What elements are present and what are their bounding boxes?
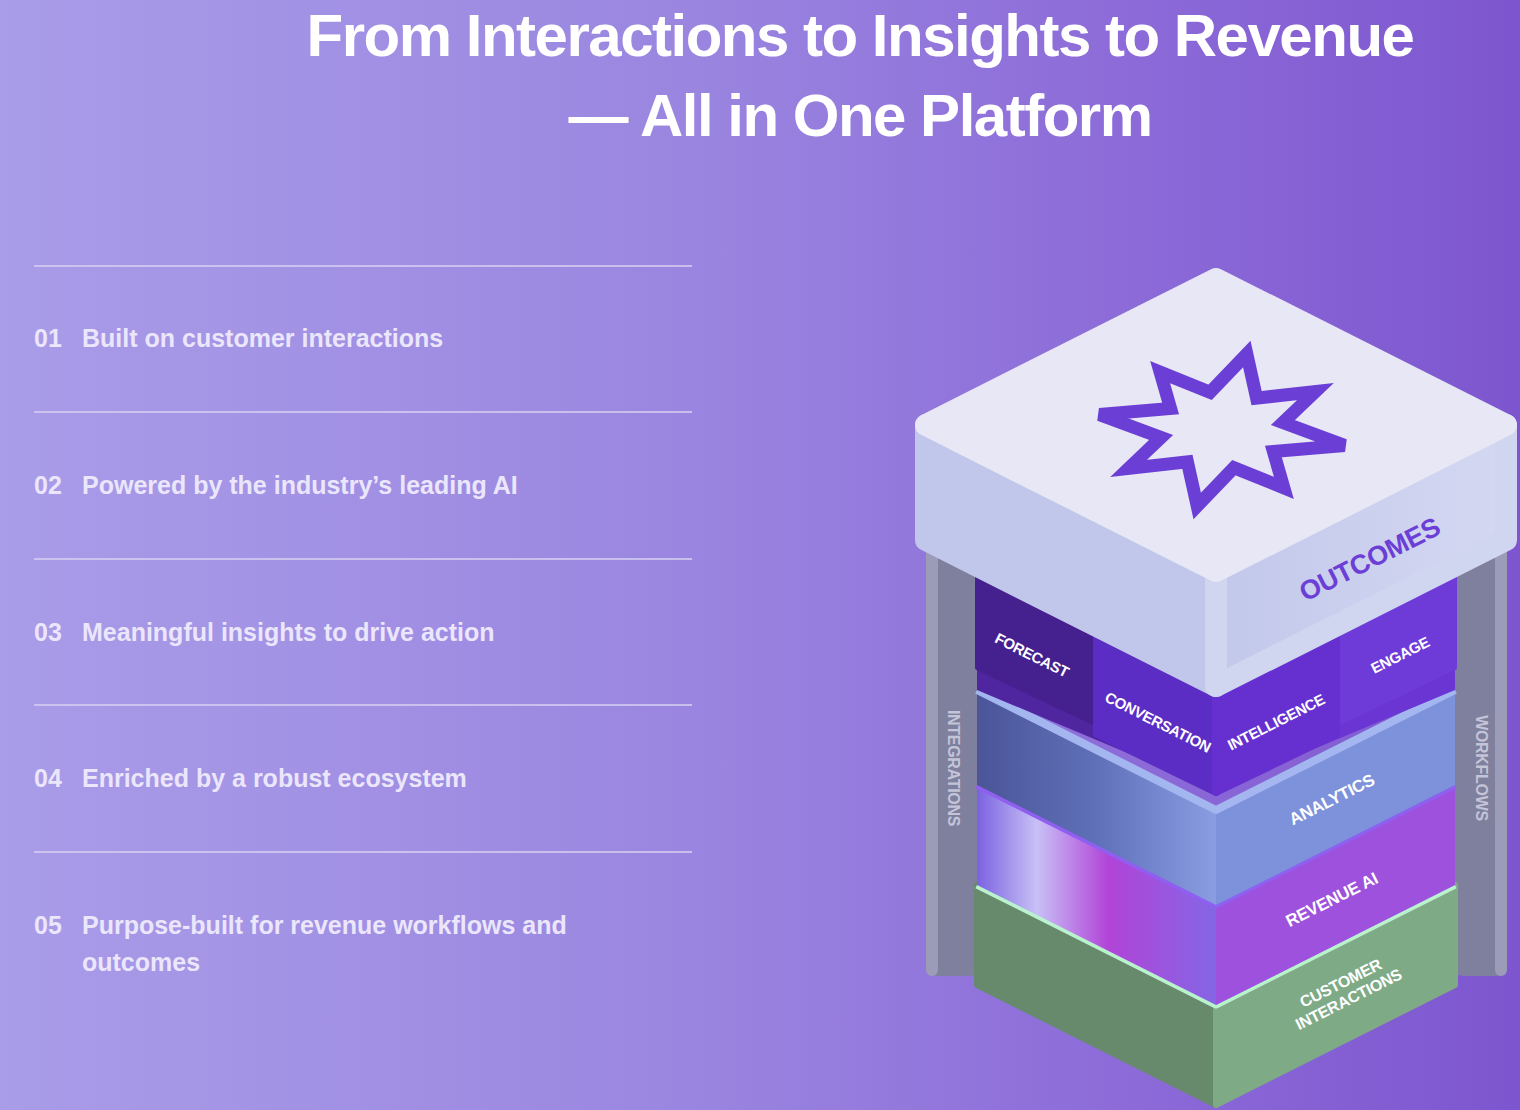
separator-line xyxy=(34,411,692,413)
item-text: Enriched by a robust ecosystem xyxy=(82,760,672,797)
separator-line xyxy=(34,704,692,706)
separator-line xyxy=(34,265,692,267)
page-title: From Interactions to Insights to Revenue… xyxy=(300,0,1420,156)
item-number: 01 xyxy=(34,320,80,357)
separator-line xyxy=(34,558,692,560)
separator-line xyxy=(34,851,692,853)
logo-star xyxy=(1100,354,1345,506)
item-number: 02 xyxy=(34,467,80,504)
pillar-highlight xyxy=(926,540,938,976)
item-text: Powered by the industry’s leading AI xyxy=(82,467,672,504)
layer-label: INTEGRATIONS xyxy=(944,710,962,826)
workflows-pillar xyxy=(1453,540,1507,976)
item-number: 03 xyxy=(34,614,80,651)
integrations-pillar xyxy=(926,540,980,976)
separator-lines xyxy=(34,266,692,852)
outcomes-block xyxy=(926,279,1506,686)
item-text: Built on customer interactions xyxy=(82,320,672,357)
layer-label: WORKFLOWS xyxy=(1472,715,1490,821)
item-text: Purpose-built for revenue workflows and … xyxy=(82,907,672,981)
item-number: 05 xyxy=(34,907,80,944)
item-number: 04 xyxy=(34,760,80,797)
pillar-highlight xyxy=(1495,540,1507,976)
item-text: Meaningful insights to drive action xyxy=(82,614,672,651)
